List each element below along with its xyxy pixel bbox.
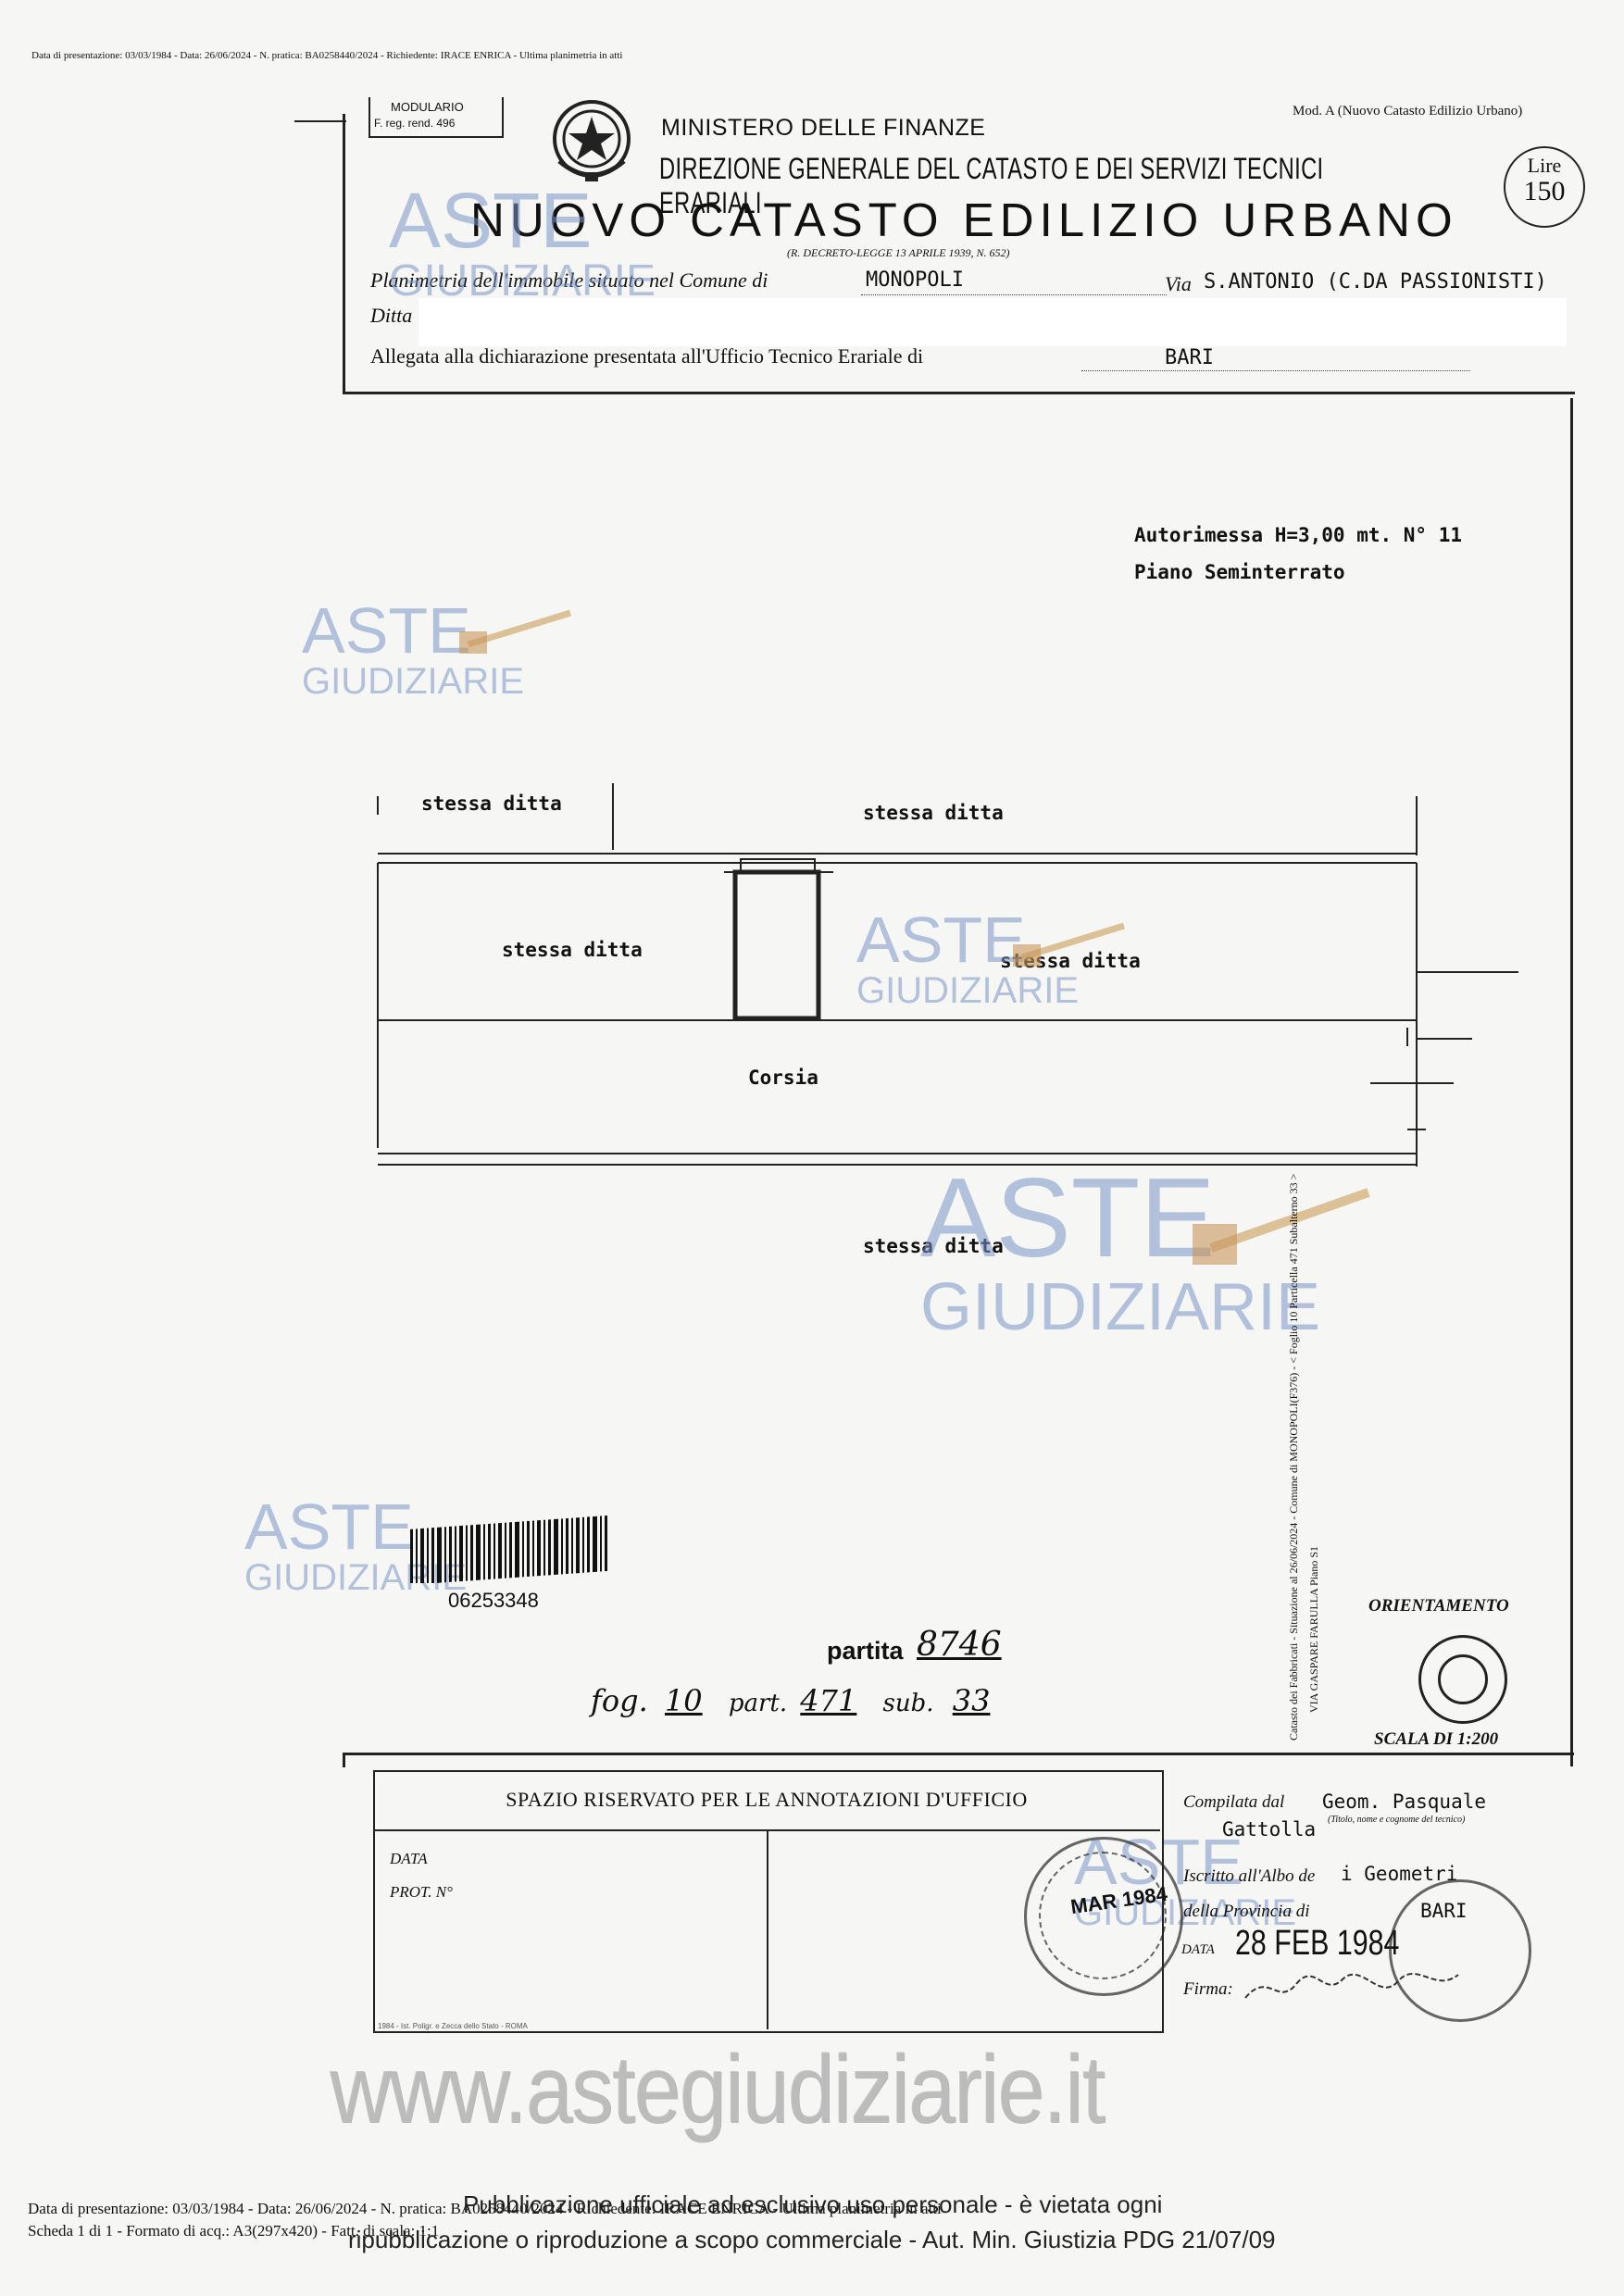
orientation-label: ORIENTAMENTO — [1368, 1596, 1509, 1616]
floor-plan-drawing — [377, 783, 1518, 1167]
annotations-prot-label: PROT. N° — [390, 1883, 453, 1901]
aste-watermark-5-aste: ASTE — [389, 177, 593, 264]
professional-stamp-icon — [1389, 1879, 1531, 2022]
barcode-number: 06253348 — [448, 1589, 539, 1612]
annotations-frame-top — [343, 1753, 1574, 1755]
side-info-line2: VIA GASPARE FARULLA Piano S1 — [1307, 1545, 1320, 1713]
gavel-icon — [1013, 922, 1126, 967]
partita-value: 8746 — [917, 1626, 1002, 1664]
annotations-data-label: DATA — [390, 1850, 428, 1867]
sub-value: 33 — [952, 1683, 991, 1718]
plan-title-line2: Piano Seminterrato — [1134, 561, 1345, 583]
label-stessa-ditta-top-left: stessa ditta — [421, 792, 562, 815]
plan-frame-right — [1570, 398, 1573, 1766]
office-stamp-inner-icon — [1039, 1852, 1167, 1979]
barcode — [410, 1515, 607, 1583]
data-label: DATA — [1181, 1942, 1215, 1957]
scale-label: SCALA DI 1:200 — [1374, 1729, 1499, 1749]
modulario-box — [369, 97, 504, 138]
compass-inner-icon — [1438, 1654, 1488, 1704]
plan-title-line1: Autorimessa H=3,00 mt. N° 11 — [1134, 524, 1463, 546]
aste-watermark-2-giudiziarie: GIUDIZIARIE — [856, 970, 1080, 1011]
footer-scheda-info: Scheda 1 di 1 - Formato di acq.: A3(297x… — [28, 2222, 440, 2240]
compilata-label: Compilata dal — [1183, 1792, 1285, 1812]
fog-value: 10 — [664, 1683, 703, 1718]
comune-value: MONOPOLI — [866, 268, 964, 292]
fog-label: fog. — [591, 1683, 648, 1718]
iscritto-label: Iscritto all'Albo de — [1183, 1866, 1316, 1886]
directorate-name: DIREZIONE GENERALE DEL CATASTO E DEI SER… — [659, 152, 1324, 219]
aste-watermark-3: ASTE GIUDIZIARIE — [920, 1161, 1320, 1341]
annotations-header: SPAZIO RISERVATO PER LE ANNOTAZIONI D'UF… — [373, 1770, 1160, 1831]
provincia-label: della Provincia di — [1183, 1902, 1310, 1921]
tecnico-note: (Titolo, nome e cognome del tecnico) — [1328, 1815, 1466, 1825]
gavel-icon — [1193, 1188, 1370, 1265]
ufficio-value: BARI — [1165, 346, 1214, 369]
publication-notice-line2: ripubblicazione o riproduzione a scopo c… — [348, 2226, 1276, 2253]
header-frame-bottom — [343, 392, 1572, 394]
via-label: Via — [1165, 272, 1192, 295]
aste-watermark-2-aste: ASTE — [856, 904, 1026, 976]
modulario-form-code: F. reg. rend. 496 — [374, 117, 456, 130]
label-stessa-ditta-bottom: stessa ditta — [863, 1235, 1004, 1257]
header-rule — [294, 120, 346, 122]
gavel-icon — [459, 609, 572, 654]
footer-presentation-info: Data di presentazione: 03/03/1984 - Data… — [28, 2200, 942, 2217]
via-value: S.ANTONIO (C.DA PASSIONISTI) — [1204, 270, 1547, 293]
annotations-divider — [767, 1829, 768, 2029]
printer-imprint: 1984 - Ist. Poligr. e Zecca dello Stato … — [378, 2022, 528, 2030]
part-label: part. — [728, 1690, 788, 1717]
compilata-value-2: Gattolla — [1222, 1818, 1317, 1841]
presentation-info-top: Data di presentazione: 03/03/1984 - Data… — [31, 50, 623, 61]
annotations-frame-left — [343, 1753, 345, 1767]
aste-watermark-5: ASTE GIUDIZIARIE — [389, 181, 656, 304]
part-value: 471 — [800, 1683, 857, 1718]
fog-part-sub-line: fog. 10 part. 471 sub. 33 — [591, 1683, 990, 1718]
compilata-value-1: Geom. Pasquale — [1322, 1791, 1487, 1813]
firma-label: Firma: — [1183, 1979, 1233, 1999]
model-code: Mod. A (Nuovo Catasto Edilizio Urbano) — [1293, 104, 1523, 119]
document-title: NUOVO CATASTO EDILIZIO URBANO — [470, 193, 1458, 246]
signature — [1244, 1973, 1459, 1999]
republic-emblem-icon — [553, 100, 631, 181]
side-info-line1: Catasto dei Fabbricati - Situazione al 2… — [1287, 1173, 1300, 1741]
aste-watermark-4-giudiziarie: GIUDIZIARIE — [244, 1557, 468, 1598]
allegata-label: Allegata alla dichiarazione presentata a… — [370, 344, 924, 368]
ufficio-underline — [1081, 370, 1470, 372]
label-stessa-ditta-top-right: stessa ditta — [863, 802, 1004, 824]
modulario-label: MODULARIO — [391, 100, 464, 114]
compass-outer-icon — [1418, 1635, 1507, 1724]
stamp-duty-circle: Lire 150 — [1504, 146, 1585, 228]
planimetria-label: Planimetria dell'immobile situato nel Co… — [370, 268, 768, 292]
lire-label: Lire — [1527, 154, 1562, 177]
data-value: 28 FEB 1984 — [1235, 1924, 1400, 1963]
lire-value: 150 — [1523, 176, 1566, 206]
decree-reference: (R. DECRETO-LEGGE 13 APRILE 1939, N. 652… — [787, 246, 1010, 259]
aste-watermark-1: ASTE GIUDIZIARIE — [302, 598, 524, 700]
aste-watermark-2: ASTE GIUDIZIARIE — [856, 907, 1079, 1009]
aste-watermark-4: ASTE GIUDIZIARIE — [244, 1494, 467, 1596]
comune-underline — [861, 294, 1167, 296]
label-corsia: Corsia — [748, 1067, 818, 1089]
ministry-name: MINISTERO DELLE FINANZE — [661, 115, 986, 141]
iscritto-value: i Geometri — [1341, 1863, 1458, 1885]
aste-watermark-3-aste: ASTE — [920, 1154, 1216, 1280]
aste-watermark-1-giudiziarie: GIUDIZIARIE — [302, 661, 525, 702]
label-stessa-ditta-mid-left: stessa ditta — [502, 939, 643, 961]
partita-label: partita — [827, 1637, 904, 1665]
ditta-label: Ditta — [370, 304, 413, 327]
site-watermark: www.astegiudiziarie.it — [330, 2036, 1106, 2143]
ditta-redacted — [418, 298, 1567, 346]
aste-watermark-1-aste: ASTE — [302, 594, 471, 667]
office-stamp-icon — [1024, 1837, 1183, 1996]
publication-notice-line1: Pubblicazione ufficiale ad esclusivo uso… — [463, 2190, 1163, 2218]
aste-watermark-4-aste: ASTE — [244, 1491, 414, 1563]
aste-watermark-3-giudiziarie: GIUDIZIARIE — [920, 1270, 1321, 1344]
sub-label: sub. — [882, 1690, 934, 1717]
aste-watermark-5-giudiziarie: GIUDIZIARIE — [389, 256, 656, 306]
